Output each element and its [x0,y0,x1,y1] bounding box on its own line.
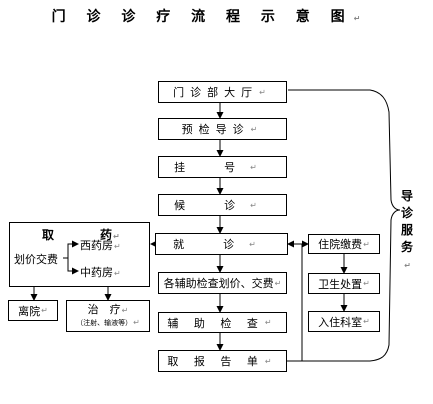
guide-service-bracket [287,89,401,362]
pharmacy-pricing-label: 划价交费 [14,253,58,266]
arrow-pricing-chinese [63,257,79,275]
box-treatment: 治 疗↵ （注射、输液等）↵ [66,300,150,332]
box-aux-pricing: 各辅助检查划价、交费↵ [158,272,287,294]
box-inpatient-deposit: 住院缴费↵ [308,234,380,254]
box-waiting: 候 诊↵ [158,194,287,216]
box-aux-exam: 辅 助 检 查↵ [158,312,287,333]
chinese-pharmacy-label: 中药房↵ [80,266,121,279]
box-report-collection: 取 报 告 单↵ [158,350,287,372]
western-pharmacy-label: 西药房↵ [80,239,121,252]
box-ward-admission: 入住科室↵ [308,311,380,332]
box-registration: 挂 号↵ [158,156,287,178]
page-title: 门 诊 诊 疗 流 程 示 意 图↵ [51,9,369,25]
box-outpatient-hall: 门诊部大厅↵ [158,81,287,103]
pharmacy-group [9,222,150,287]
pharmacy-heading-left: 取 [42,228,55,242]
pharmacy-heading-right: 药↵ [100,228,120,242]
box-consultation: 就 诊↵ [155,233,288,255]
box-precheck-guide: 预检导诊↵ [158,118,287,140]
arrow-report-consult [287,240,303,362]
box-leave-hospital: 离院↵ [8,300,58,321]
guide-service-label: 导 诊 服 务↵ [400,189,413,270]
box-sanitation: 卫生处置↵ [308,273,380,294]
